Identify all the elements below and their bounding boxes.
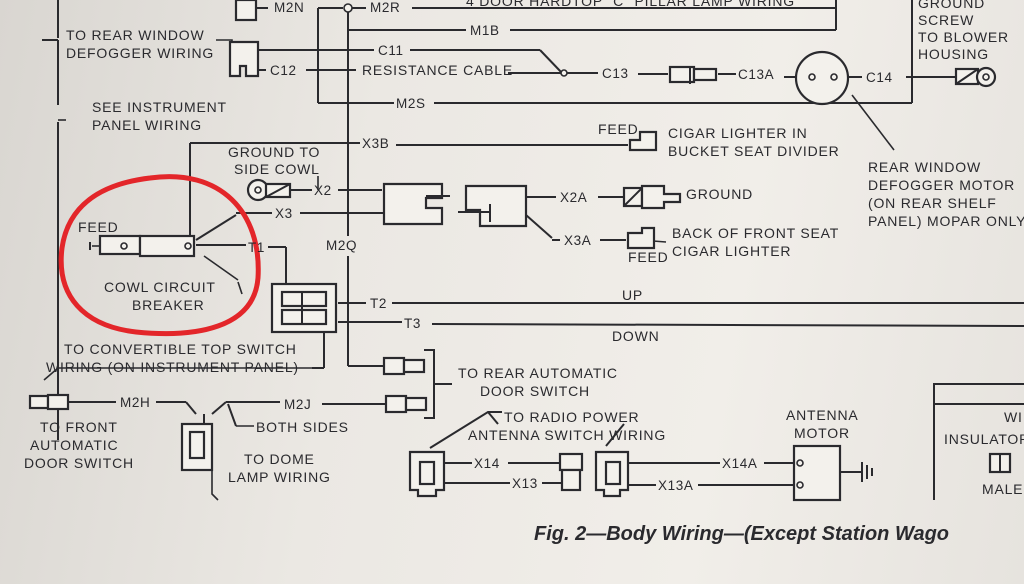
ground-screw-label-3: TO BLOWER <box>918 29 1009 45</box>
wire-t3: T3 <box>404 316 421 331</box>
wire-codes: M2N M2R M1B C11 C12 C13 C13A C14 M2S X3B… <box>120 0 893 493</box>
wire-c11: C11 <box>378 43 404 58</box>
side-cowl-label-1: GROUND TO <box>228 144 320 160</box>
down-label: DOWN <box>612 328 660 344</box>
insulator-partial-label: WI <box>1004 409 1023 425</box>
radio-power-label-1: TO RADIO POWER <box>504 409 639 425</box>
wire-m2h: M2H <box>120 395 150 410</box>
insulator-label: INSULATOR <box>944 431 1024 447</box>
wire-x3a: X3A <box>564 233 591 248</box>
defogger-motor-label-1: REAR WINDOW <box>868 159 981 175</box>
front-auto-door-label-2: AUTOMATIC <box>30 437 118 453</box>
figure-caption: Fig. 2—Body Wiring—(Except Station Wago <box>534 523 949 545</box>
male-label: MALE <box>982 481 1023 497</box>
wire-x3: X3 <box>275 206 293 221</box>
wire-x3b: X3B <box>362 136 389 151</box>
red-highlight-circle <box>58 174 261 337</box>
wire-m2s: M2S <box>396 96 426 111</box>
front-auto-door-label-3: DOOR SWITCH <box>24 455 134 471</box>
see-panel-label-1: SEE INSTRUMENT <box>92 99 227 115</box>
cigar-bucket-label-1: CIGAR LIGHTER IN <box>668 125 808 141</box>
pillar-lamp-label: 4 DOOR HARDTOP "C" PILLAR LAMP WIRING <box>466 0 795 9</box>
defogger-motor-label-2: DEFOGGER MOTOR <box>868 177 1015 193</box>
ground-screw-label-2: SCREW <box>918 12 974 28</box>
side-cowl-label-2: SIDE COWL <box>234 161 320 177</box>
antenna-motor-label-2: MOTOR <box>794 425 850 441</box>
defogger-wiring-label-2: DEFOGGER WIRING <box>66 45 214 61</box>
convertible-label-1: TO CONVERTIBLE TOP SWITCH <box>64 341 297 357</box>
convertible-label-2: WIRING (ON INSTRUMENT PANEL) <box>46 359 299 375</box>
back-seat-label-2: CIGAR LIGHTER <box>672 243 791 259</box>
wire-t1: T1 <box>248 240 265 255</box>
wire-m2n: M2N <box>274 0 304 15</box>
antenna-motor-label-1: ANTENNA <box>786 407 859 423</box>
defogger-wiring-label-1: TO REAR WINDOW <box>66 27 205 43</box>
rear-auto-door-label-1: TO REAR AUTOMATIC <box>458 365 618 381</box>
see-panel-label-2: PANEL WIRING <box>92 117 202 133</box>
wire-x13: X13 <box>512 476 538 491</box>
wire-x13a: X13A <box>658 478 693 493</box>
defogger-motor-label-4: PANEL) MOPAR ONLY <box>868 213 1024 229</box>
up-label: UP <box>622 287 643 303</box>
wire-x2a: X2A <box>560 190 587 205</box>
wire-c13a: C13A <box>738 67 774 82</box>
wire-c12: C12 <box>270 63 297 78</box>
feed-top-label: FEED <box>598 121 639 137</box>
ground-screw-label-4: HOUSING <box>918 46 989 62</box>
wire-x2: X2 <box>314 183 332 198</box>
resistance-cable-label: RESISTANCE CABLE <box>362 62 513 78</box>
dome-lamp-label-2: LAMP WIRING <box>228 469 331 485</box>
wire-t2: T2 <box>370 296 387 311</box>
wire-x14a: X14A <box>722 456 757 471</box>
component-labels: 4 DOOR HARDTOP "C" PILLAR LAMP WIRING TO… <box>24 0 1024 497</box>
dome-lamp-label-1: TO DOME <box>244 451 315 467</box>
wire-m2q: M2Q <box>326 238 357 253</box>
connector-parts <box>28 0 1012 502</box>
wire-c13: C13 <box>602 66 629 81</box>
cowl-breaker-label-1: COWL CIRCUIT <box>104 279 216 295</box>
radio-power-label-2: ANTENNA SWITCH WIRING <box>468 427 666 443</box>
front-auto-door-label-1: TO FRONT <box>40 419 118 435</box>
wire-c14: C14 <box>866 70 893 85</box>
wire-m2j: M2J <box>284 397 311 412</box>
feed-bottom-label: FEED <box>628 249 669 265</box>
wire-x14: X14 <box>474 456 500 471</box>
wire-m2r: M2R <box>370 0 400 15</box>
both-sides-label: BOTH SIDES <box>256 419 349 435</box>
ground-screw-label-1: GROUND <box>918 0 985 11</box>
ground-label: GROUND <box>686 186 753 202</box>
rear-auto-door-label-2: DOOR SWITCH <box>480 383 590 399</box>
cowl-breaker-label-2: BREAKER <box>132 297 205 313</box>
back-seat-label-1: BACK OF FRONT SEAT <box>672 225 839 241</box>
cigar-bucket-label-2: BUCKET SEAT DIVIDER <box>668 143 840 159</box>
feed-left-label: FEED <box>78 219 119 235</box>
defogger-motor-label-3: (ON REAR SHELF <box>868 195 997 211</box>
wire-m1b: M1B <box>470 23 500 38</box>
